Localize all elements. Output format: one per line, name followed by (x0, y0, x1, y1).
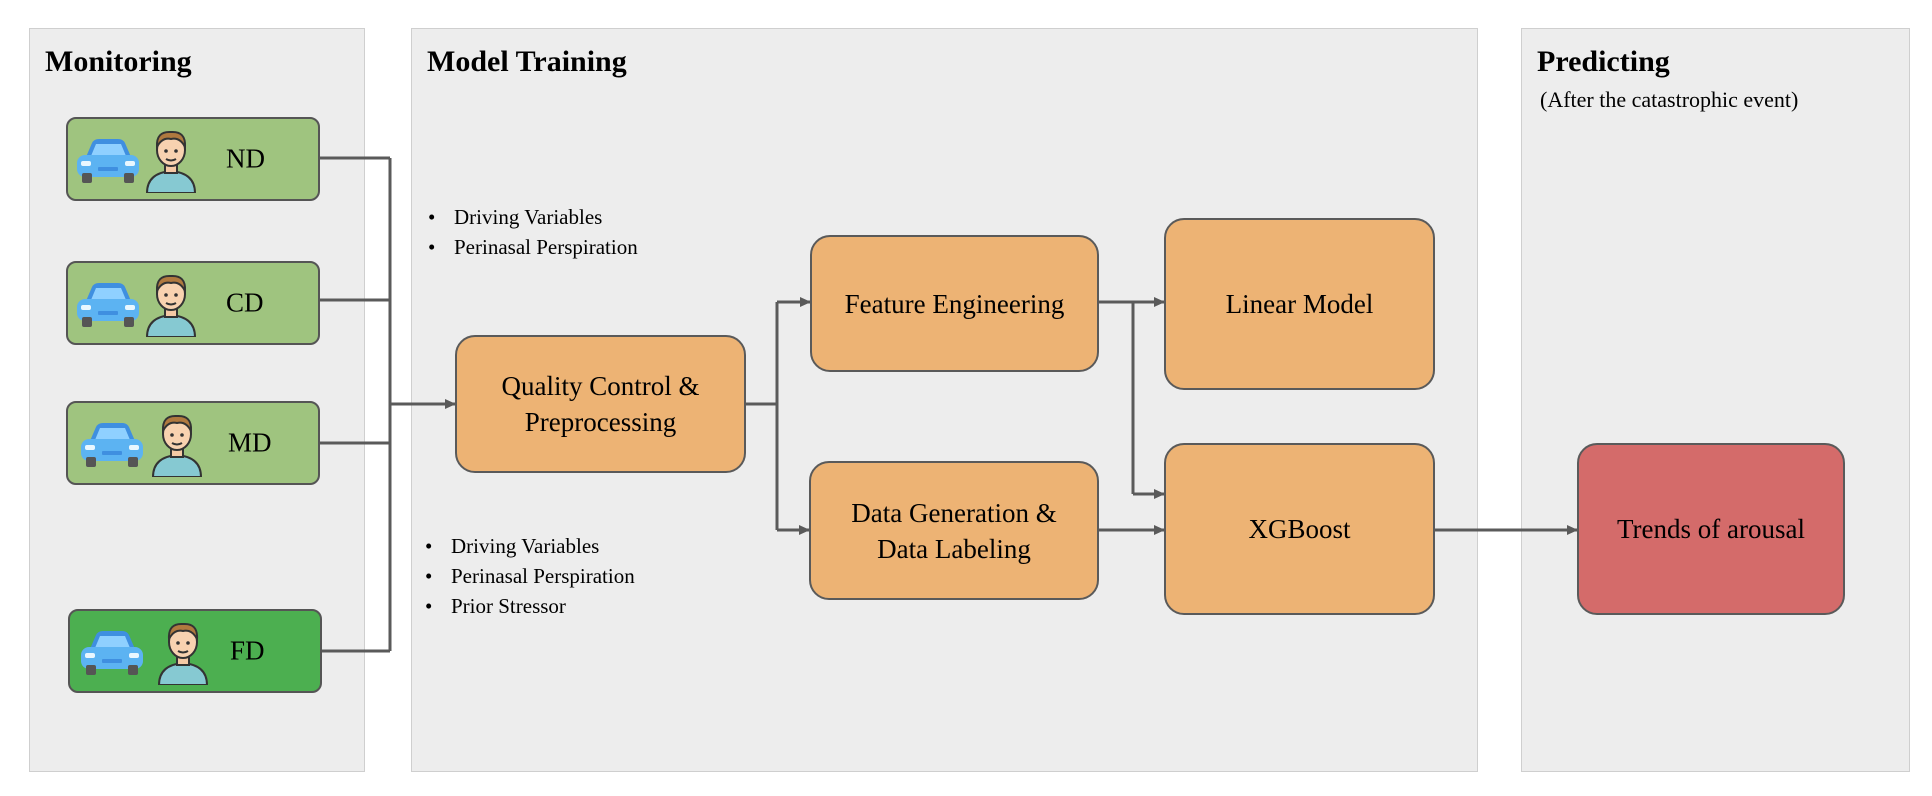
list-item: Perinasal Perspiration (424, 232, 638, 262)
feature-engineering-label: Feature Engineering (844, 288, 1065, 319)
driver-box-nd: ND (66, 117, 320, 201)
car-icon (77, 139, 139, 183)
generated-variables-list: Driving Variables Perinasal Perspiration… (421, 531, 635, 621)
driver-label: CD (226, 287, 264, 318)
list-item: Prior Stressor (421, 591, 635, 621)
driver-avatar-icon (157, 622, 209, 685)
predicting-subtitle: (After the catastrophic event) (1540, 87, 1799, 112)
predicting-panel: Predicting (After the catastrophic event… (1521, 28, 1910, 772)
model-training-title: Model Training (427, 45, 627, 78)
predicting-title: Predicting (1537, 45, 1670, 78)
driver-label: MD (228, 427, 272, 458)
driver-avatar-icon (145, 274, 197, 337)
driver-box-cd: CD (66, 261, 320, 345)
driver-avatar-icon (145, 130, 197, 193)
xgboost-box: XGBoost (1164, 443, 1435, 615)
car-icon (81, 423, 143, 467)
list-item: Driving Variables (424, 202, 638, 232)
car-icon (77, 283, 139, 327)
data-generation-box: Data Generation & Data Labeling (809, 461, 1099, 600)
feature-engineering-box: Feature Engineering (810, 235, 1099, 372)
list-item: Perinasal Perspiration (421, 561, 635, 591)
quality-control-label: Quality Control & Preprocessing (501, 371, 700, 437)
trends-of-arousal-box: Trends of arousal (1577, 443, 1845, 615)
data-generation-label: Data Generation & Data Labeling (851, 497, 1057, 564)
monitoring-title: Monitoring (45, 45, 192, 78)
trends-of-arousal-label: Trends of arousal (1617, 514, 1805, 544)
list-item: Driving Variables (421, 531, 635, 561)
driver-avatar-icon (151, 414, 203, 477)
linear-model-label: Linear Model (1225, 289, 1374, 319)
driver-label: ND (226, 143, 265, 174)
driver-box-fd: FD (68, 609, 322, 693)
car-icon (81, 631, 143, 675)
quality-control-box: Quality Control & Preprocessing (455, 335, 746, 473)
input-variables-list: Driving Variables Perinasal Perspiration (424, 202, 638, 262)
xgboost-label: XGBoost (1248, 514, 1351, 544)
linear-model-box: Linear Model (1164, 218, 1435, 390)
driver-box-md: MD (66, 401, 320, 485)
driver-label: FD (230, 635, 265, 666)
